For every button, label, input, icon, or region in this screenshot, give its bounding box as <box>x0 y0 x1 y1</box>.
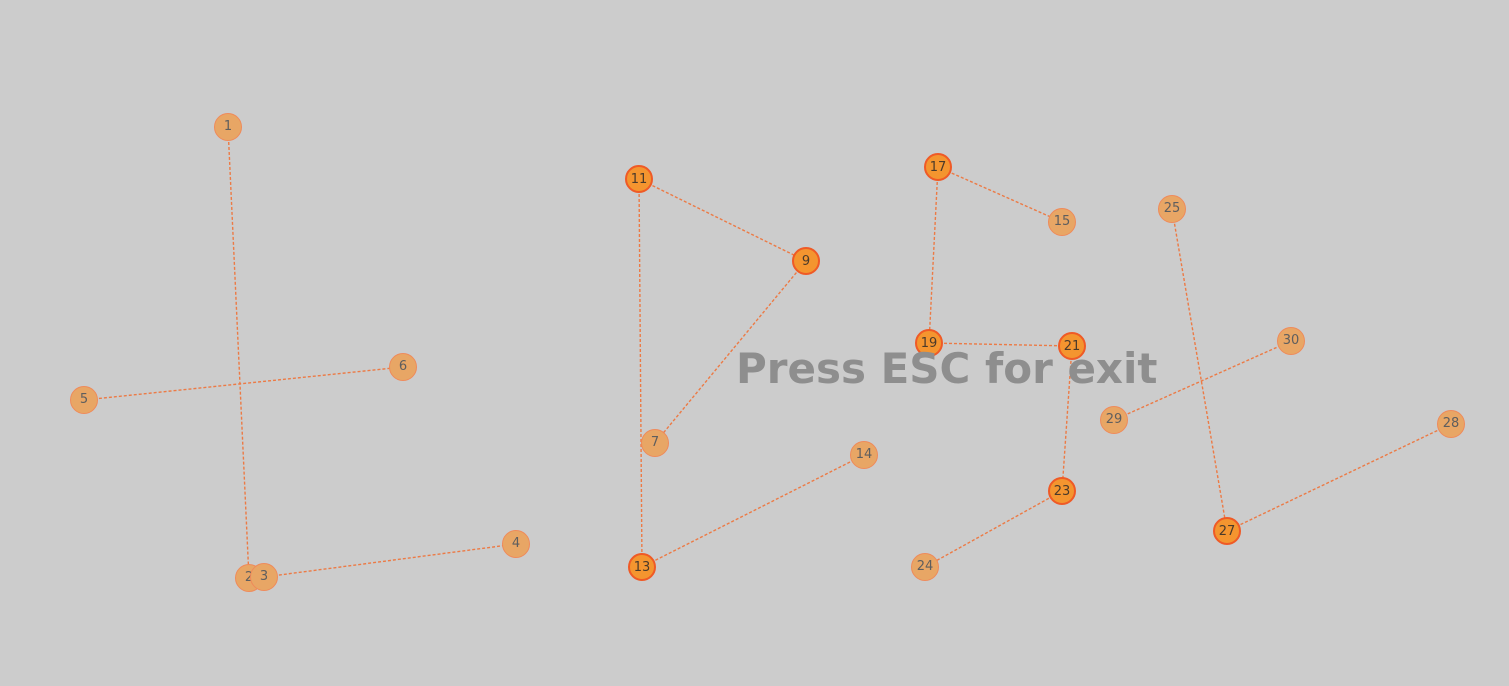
node-4[interactable]: 4 <box>502 530 530 558</box>
link-17-19 <box>928 166 939 344</box>
node-15[interactable]: 15 <box>1048 208 1076 236</box>
node-1[interactable]: 1 <box>214 113 242 141</box>
link-13-14 <box>641 454 865 568</box>
link-21-23 <box>1061 345 1073 492</box>
link-29-30 <box>1113 340 1292 421</box>
link-27-28 <box>1226 423 1452 532</box>
node-3[interactable]: 3 <box>250 563 278 591</box>
node-25[interactable]: 25 <box>1158 195 1186 223</box>
exit-hint: Press ESC for exit <box>736 344 1158 393</box>
link-3-4 <box>263 543 517 578</box>
node-30[interactable]: 30 <box>1277 327 1305 355</box>
link-11-13 <box>638 178 643 568</box>
node-28[interactable]: 28 <box>1437 410 1465 438</box>
link-19-21 <box>928 342 1073 347</box>
link-25-27 <box>1171 208 1228 532</box>
node-11[interactable]: 11 <box>625 165 653 193</box>
node-27[interactable]: 27 <box>1213 517 1241 545</box>
link-17-15 <box>937 166 1063 223</box>
node-5[interactable]: 5 <box>70 386 98 414</box>
node-14[interactable]: 14 <box>850 441 878 469</box>
node-24[interactable]: 24 <box>911 553 939 581</box>
node-7[interactable]: 7 <box>641 429 669 457</box>
node-17[interactable]: 17 <box>924 153 952 181</box>
node-6[interactable]: 6 <box>389 353 417 381</box>
node-21[interactable]: 21 <box>1058 332 1086 360</box>
link-23-24 <box>924 490 1063 568</box>
link-5-6 <box>83 366 404 401</box>
link-11-9 <box>638 178 807 262</box>
node-19[interactable]: 19 <box>915 329 943 357</box>
node-23[interactable]: 23 <box>1048 477 1076 505</box>
link-1-2 <box>227 126 250 579</box>
link-9-7 <box>654 260 807 444</box>
node-13[interactable]: 13 <box>628 553 656 581</box>
node-29[interactable]: 29 <box>1100 406 1128 434</box>
node-9[interactable]: 9 <box>792 247 820 275</box>
